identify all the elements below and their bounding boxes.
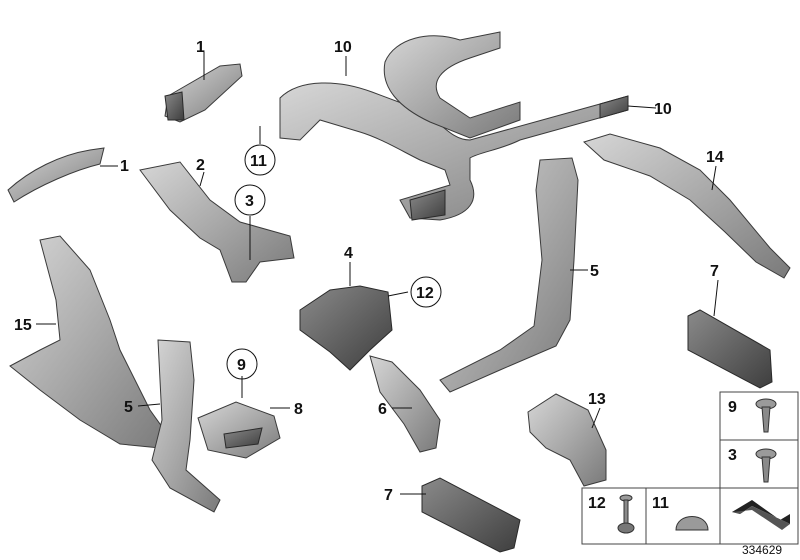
callout-2: 2 (196, 157, 205, 174)
part-1-left-duct (7, 147, 105, 203)
callout-4: 4 (344, 245, 353, 262)
part-2-duct (139, 161, 295, 283)
screw-icon (755, 398, 777, 433)
circle-9 (226, 348, 258, 380)
callout-9: 9 (237, 357, 246, 374)
callout-1-top: 1 (196, 39, 205, 56)
part-5-center-duct (151, 339, 221, 513)
part-1-top-duct (164, 63, 243, 123)
legend-box-3 (719, 439, 799, 489)
callout-11: 11 (250, 153, 267, 170)
part-7-bottom-grille (421, 477, 521, 553)
circle-3 (234, 184, 266, 216)
part-4-distributor (299, 285, 393, 371)
callout-15: 15 (14, 317, 32, 334)
part-14-duct (583, 133, 791, 279)
callout-12: 12 (416, 285, 434, 302)
reference-number: 334629 (742, 543, 782, 557)
callout-10-top: 10 (334, 39, 352, 56)
callout-3: 3 (245, 193, 254, 210)
screw-icon (755, 448, 777, 483)
part-13-duct (527, 393, 607, 487)
bracket-symbol-icon (732, 500, 790, 530)
clip-icon (617, 494, 635, 534)
callout-labels: 1 1 2 3 4 5 5 6 7 7 8 9 10 10 11 12 13 1… (14, 39, 724, 504)
legend-box-symbol (719, 487, 799, 545)
part-7-right-grille (687, 309, 773, 389)
part-10-main-air-duct (279, 31, 629, 221)
legend-label-11: 11 (652, 495, 669, 512)
callout-6: 6 (378, 401, 387, 418)
callout-7-right: 7 (710, 263, 719, 280)
circle-12 (410, 276, 442, 308)
callout-5-center: 5 (124, 399, 133, 416)
part-6-bracket-duct (369, 355, 441, 453)
callout-1-left: 1 (120, 158, 129, 175)
part-5-right-long-duct (439, 157, 579, 393)
legend-box-11 (645, 487, 721, 545)
part-8-cover (197, 401, 281, 459)
circle-11 (244, 144, 276, 176)
callout-10-right: 10 (654, 101, 672, 118)
part-15-duct (9, 235, 171, 449)
rivet-icon (675, 516, 709, 531)
leader-lines (36, 52, 719, 495)
fastener-legend: 9 3 12 11 (581, 391, 799, 545)
callout-8: 8 (294, 401, 303, 418)
callout-5-right: 5 (590, 263, 599, 280)
callout-14: 14 (706, 149, 724, 166)
legend-label-9: 9 (728, 399, 737, 416)
legend-label-3: 3 (728, 447, 737, 464)
legend-label-12: 12 (588, 495, 606, 512)
callout-7-bottom: 7 (384, 487, 393, 504)
callout-13: 13 (588, 391, 606, 408)
